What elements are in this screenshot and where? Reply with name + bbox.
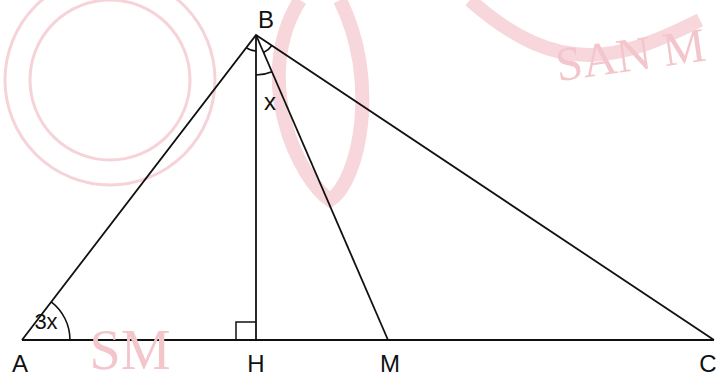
watermark: SAN M	[552, 21, 708, 90]
vertex-label: B	[258, 8, 274, 32]
watermark: SM	[90, 322, 171, 378]
vertex-label: A	[12, 352, 28, 376]
watermark-shape	[279, 0, 363, 200]
vertex-label: C	[699, 352, 716, 376]
altitude-bh	[255, 35, 257, 340]
angle-marks	[51, 46, 272, 340]
point-label: M	[380, 352, 400, 376]
point-label: H	[247, 352, 264, 376]
right-angle-mark	[236, 322, 256, 340]
angle-arc	[264, 46, 272, 53]
median-bm	[256, 35, 388, 340]
angle-arc	[256, 72, 272, 75]
seal-ring	[30, 0, 190, 160]
angle-label: 3x	[34, 311, 57, 333]
seal-ring	[5, 0, 215, 185]
angle-label: x	[264, 90, 276, 114]
angle-arc	[246, 48, 256, 51]
